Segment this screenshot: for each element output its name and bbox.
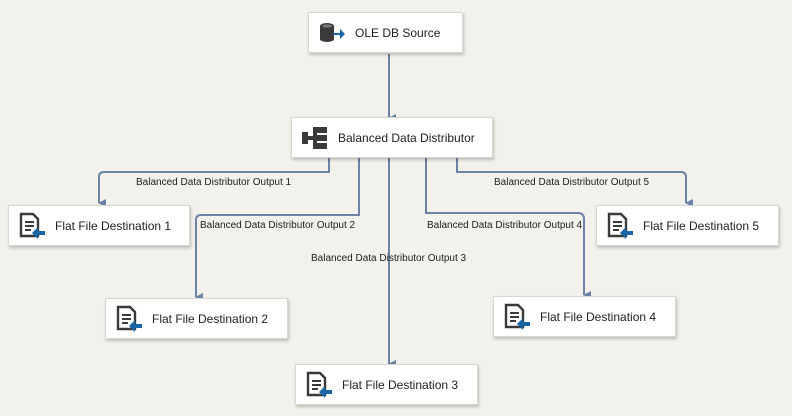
component-label: Flat File Destination 4 xyxy=(540,309,657,324)
component-label: Flat File Destination 2 xyxy=(152,311,269,326)
path-output-5[interactable] xyxy=(456,158,693,207)
path-label-output-4: Balanced Data Distributor Output 4 xyxy=(427,220,583,231)
flat-file-destination-1[interactable]: Flat File Destination 1 xyxy=(8,205,190,246)
path-label-output-2: Balanced Data Distributor Output 2 xyxy=(200,220,356,231)
component-label: Flat File Destination 3 xyxy=(342,377,459,392)
component-label: Balanced Data Distributor xyxy=(338,130,475,145)
flat-file-destination-5[interactable]: Flat File Destination 5 xyxy=(596,205,779,246)
flat-file-destination-icon xyxy=(17,211,47,241)
path-output-2[interactable] xyxy=(195,158,360,301)
flat-file-destination-icon xyxy=(114,304,144,334)
path-label-output-5: Balanced Data Distributor Output 5 xyxy=(494,177,650,188)
flat-file-destination-2[interactable]: Flat File Destination 2 xyxy=(105,298,288,339)
path-label-output-1: Balanced Data Distributor Output 1 xyxy=(136,177,292,188)
database-source-icon xyxy=(317,18,347,48)
balanced-data-distributor-component[interactable]: Balanced Data Distributor xyxy=(291,117,493,158)
flat-file-destination-icon xyxy=(304,370,334,400)
component-label: OLE DB Source xyxy=(355,25,441,40)
path-label-output-3: Balanced Data Distributor Output 3 xyxy=(311,253,467,264)
ole-db-source-component[interactable]: OLE DB Source xyxy=(308,12,463,53)
distributor-icon xyxy=(300,123,330,153)
flat-file-destination-4[interactable]: Flat File Destination 4 xyxy=(493,296,676,337)
flat-file-destination-3[interactable]: Flat File Destination 3 xyxy=(295,364,478,405)
component-label: Flat File Destination 1 xyxy=(55,218,172,233)
component-label: Flat File Destination 5 xyxy=(643,218,760,233)
path-output-1[interactable] xyxy=(98,158,330,207)
path-output-4[interactable] xyxy=(425,158,591,299)
flat-file-destination-icon xyxy=(605,211,635,241)
flat-file-destination-icon xyxy=(502,302,532,332)
